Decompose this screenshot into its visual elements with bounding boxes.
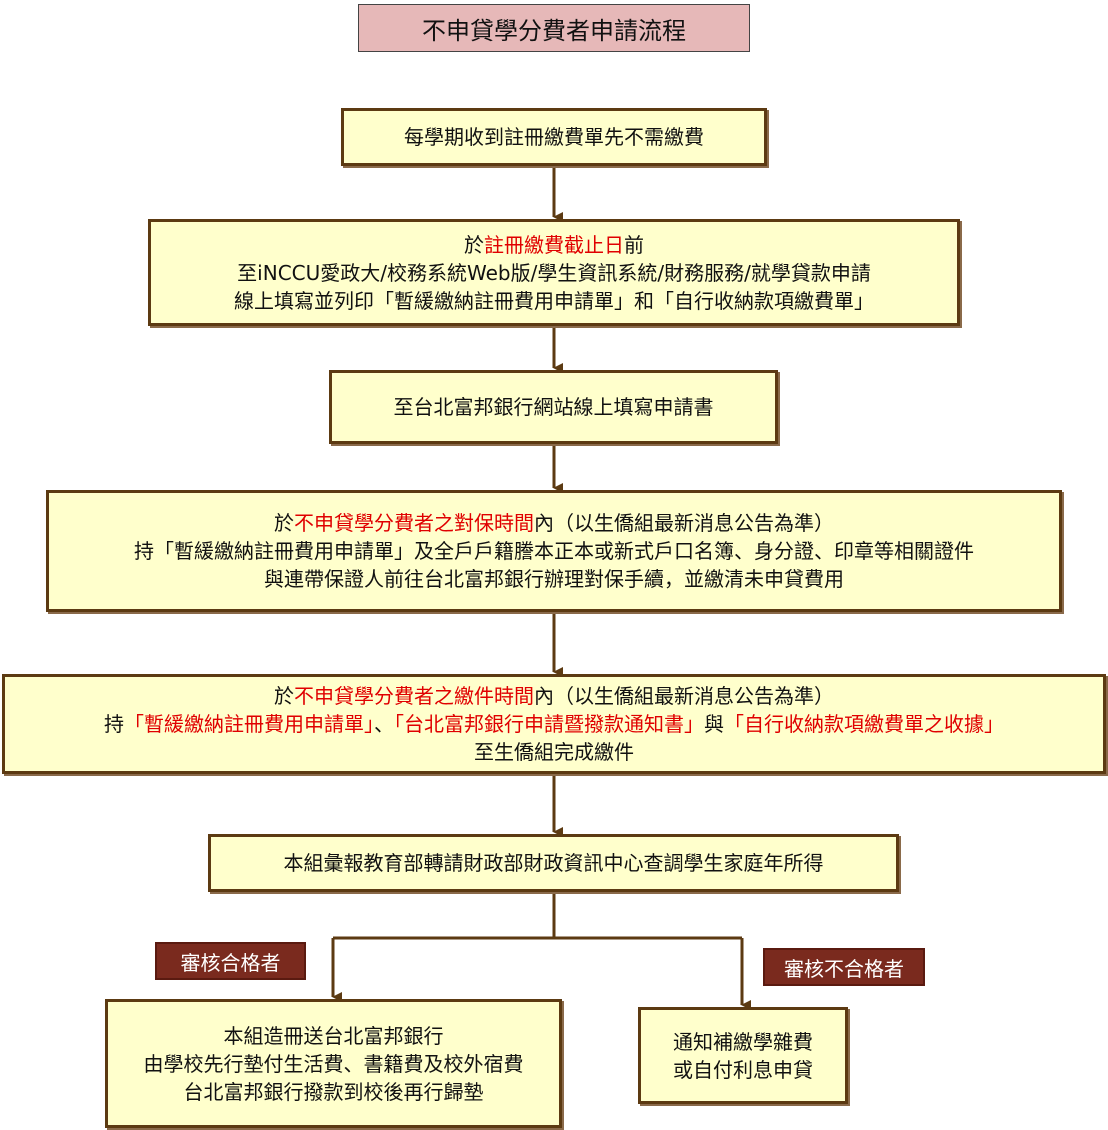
fail-label: 審核不合格者: [763, 948, 925, 986]
step-1-box: 每學期收到註冊繳費單先不需繳費: [341, 108, 767, 166]
step-5-line-3: 至生僑組完成繳件: [474, 740, 634, 764]
step-5-line-2: 持「暫緩繳納註冊費用申請單」、「台北富邦銀行申請暨撥款通知書」與「自行收納款項繳…: [104, 710, 1004, 738]
doc-highlight: 「暫緩繳納註冊費用申請單」: [124, 712, 374, 736]
fail-line-1: 通知補繳學雜費: [673, 1029, 813, 1054]
pass-line-1: 本組造冊送台北富邦銀行: [223, 1023, 444, 1048]
step-6-text: 本組彙報教育部轉請財政部財政資訊中心查調學生家庭年所得: [283, 851, 824, 875]
text: 、: [374, 712, 394, 736]
step-3-text: 至台北富邦銀行網站線上填寫申請書: [393, 395, 714, 419]
doc-highlight: 「台北富邦銀行申請暨撥款通知書」: [394, 712, 704, 736]
fail-box: 通知補繳學雜費 或自付利息申貸: [638, 1007, 848, 1104]
step-4-line-1: 於不申貸學分費者之對保時間內（以生僑組最新消息公告為準）: [274, 509, 834, 537]
text: 前: [624, 232, 644, 257]
text: 內（以生僑組最新消息公告為準）: [534, 511, 834, 535]
text: 於: [274, 684, 294, 708]
step-2-line-3: 線上填寫並列印「暫緩繳納註冊費用申請單」和「自行收納款項繳費單」: [234, 288, 874, 313]
step-5-line-1: 於不申貸學分費者之繳件時間內（以生僑組最新消息公告為準）: [274, 682, 834, 710]
pass-label: 審核合格者: [155, 942, 306, 980]
fail-line-2: 或自付利息申貸: [673, 1057, 813, 1082]
submission-time-highlight: 不申貸學分費者之繳件時間: [294, 684, 534, 708]
step-1-text: 每學期收到註冊繳費單先不需繳費: [404, 125, 704, 149]
step-5-box: 於不申貸學分費者之繳件時間內（以生僑組最新消息公告為準） 持「暫緩繳納註冊費用申…: [2, 674, 1106, 774]
deadline-highlight: 註冊繳費截止日: [484, 232, 624, 257]
pass-line-3: 台北富邦銀行撥款到校後再行歸墊: [183, 1079, 484, 1104]
pass-box: 本組造冊送台北富邦銀行 由學校先行墊付生活費、書籍費及校外宿費 台北富邦銀行撥款…: [105, 999, 562, 1128]
text: 於: [464, 232, 484, 257]
guarantee-time-highlight: 不申貸學分費者之對保時間: [294, 511, 534, 535]
doc-highlight: 「自行收納款項繳費單之收據」: [724, 712, 1004, 736]
step-2-line-1: 於註冊繳費截止日前: [464, 231, 644, 259]
step-2-box: 於註冊繳費截止日前 至iNCCU愛政大/校務系統Web版/學生資訊系統/財務服務…: [148, 219, 960, 326]
step-4-line-2: 持「暫緩繳納註冊費用申請單」及全戶戶籍謄本正本或新式戶口名簿、身分證、印章等相關…: [134, 539, 974, 563]
pass-line-2: 由學校先行墊付生活費、書籍費及校外宿費: [143, 1051, 524, 1076]
text: 內（以生僑組最新消息公告為準）: [534, 684, 834, 708]
step-4-line-3: 與連帶保證人前往台北富邦銀行辦理對保手續，並繳清未申貸費用: [264, 567, 844, 591]
step-2-line-2: 至iNCCU愛政大/校務系統Web版/學生資訊系統/財務服務/就學貸款申請: [237, 260, 871, 285]
text: 持: [104, 712, 124, 736]
text: 與: [704, 712, 724, 736]
step-3-box: 至台北富邦銀行網站線上填寫申請書: [329, 370, 778, 444]
text: 於: [274, 511, 294, 535]
step-4-box: 於不申貸學分費者之對保時間內（以生僑組最新消息公告為準） 持「暫緩繳納註冊費用申…: [46, 490, 1062, 612]
page-title: 不申貸學分費者申請流程: [358, 4, 750, 52]
step-6-box: 本組彙報教育部轉請財政部財政資訊中心查調學生家庭年所得: [208, 834, 899, 892]
